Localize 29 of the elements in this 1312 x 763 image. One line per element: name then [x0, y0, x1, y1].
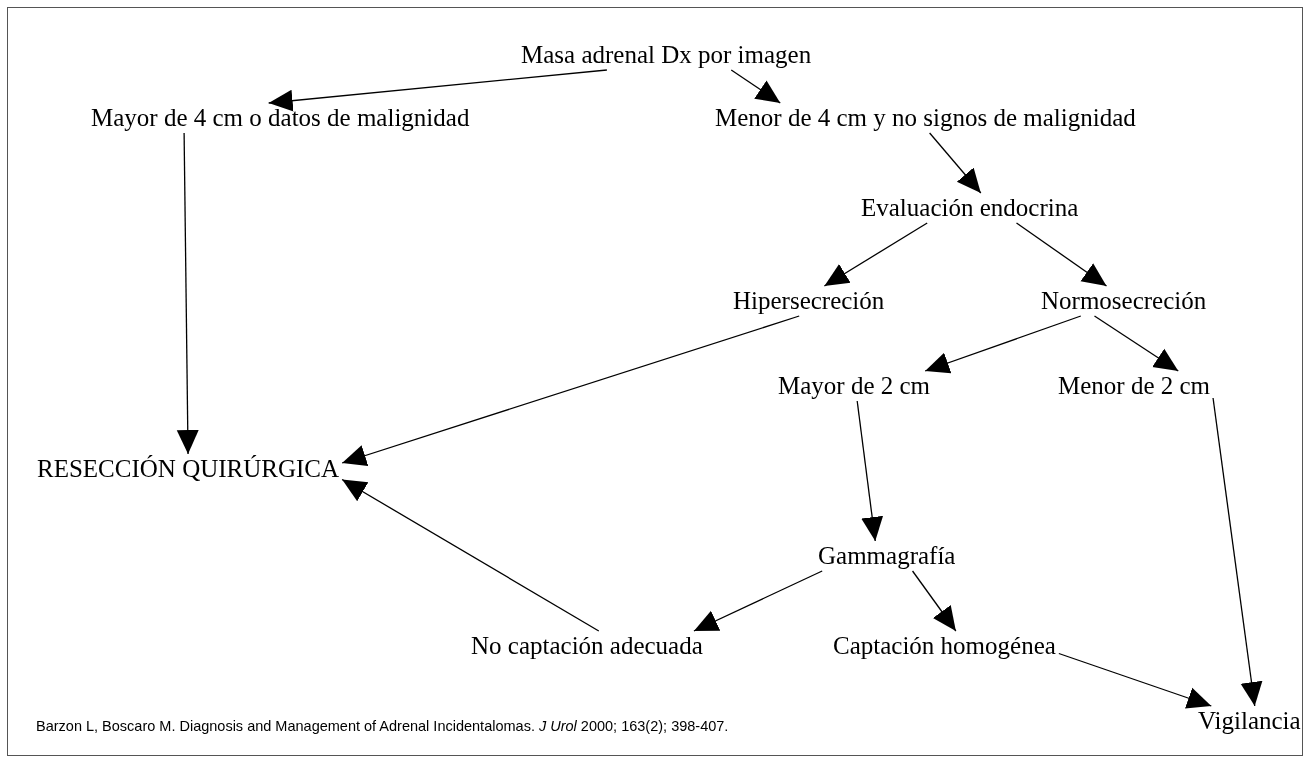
arrow: [1015, 222, 1108, 287]
flow-step-text: Vigilancia: [1195, 706, 1304, 736]
flow-step-text: Gammagrafía: [815, 541, 959, 571]
arrow: [341, 315, 800, 467]
arrow: [341, 478, 600, 632]
arrow: [1212, 397, 1263, 707]
flow-step-text: Menor de 2 cm: [1055, 371, 1214, 401]
flow-step-text: Menor de 4 cm y no signos de malignidad: [712, 103, 1139, 133]
arrow: [176, 132, 199, 455]
flow-step-text: No captación adecuada: [468, 631, 706, 661]
flow-step-text: Evaluación endocrina: [858, 193, 1082, 223]
flow-step-text: Normosecreción: [1038, 286, 1210, 316]
flow-step-text: Mayor de 2 cm: [775, 371, 934, 401]
citation-caption: Barzon L, Boscaro M. Diagnosis and Management of Adrenal Incidentalomas. J Urol 2000; 163(2); 398-407.: [36, 718, 729, 734]
arrow: [1093, 315, 1179, 372]
arrow: [911, 570, 957, 632]
flow-step-text: Captación homogénea: [830, 631, 1059, 661]
arrow: [856, 400, 884, 542]
arrow: [693, 570, 823, 632]
arrow: [1058, 652, 1212, 709]
arrow: [929, 132, 982, 194]
flow-step-text: Mayor de 4 cm o datos de malignidad: [88, 103, 473, 133]
arrow: [730, 69, 781, 104]
flow-step-text: Hipersecreción: [730, 286, 888, 316]
arrow: [924, 315, 1082, 374]
arrow: [823, 222, 928, 287]
flow-step-text: RESECCIÓN QUIRÚRGICA: [34, 454, 343, 484]
flow-step-text: Masa adrenal Dx por imagen: [518, 40, 815, 70]
arrow: [268, 69, 608, 112]
